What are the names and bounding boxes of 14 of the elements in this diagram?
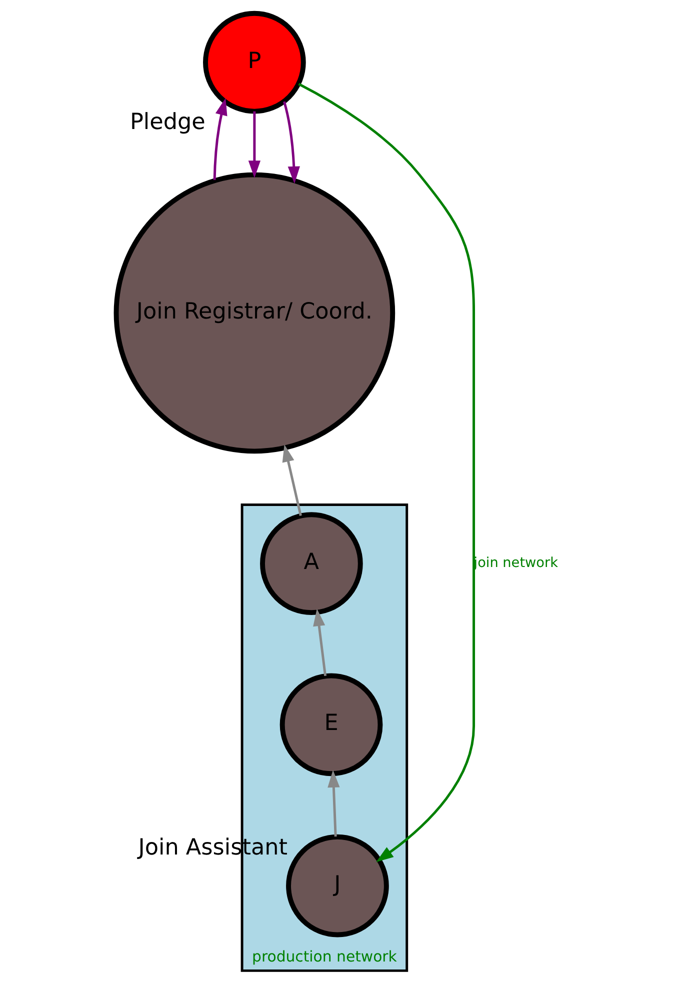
- arrow: [282, 101, 300, 184]
- arrow: [282, 444, 302, 516]
- edge-label: join network: [473, 555, 558, 572]
- arrow: [327, 770, 340, 837]
- node-circle: A: [260, 512, 362, 616]
- node-circle: E: [279, 673, 382, 776]
- node-label: Pledge: [130, 109, 205, 136]
- node-circle: J: [286, 834, 388, 938]
- arrow: [212, 98, 227, 180]
- arrow: [298, 82, 475, 862]
- node-circle: Join Registrar/ Coord.: [113, 172, 395, 454]
- arrow: [248, 111, 260, 178]
- node-circle: P: [202, 10, 306, 114]
- arrow: [312, 608, 326, 676]
